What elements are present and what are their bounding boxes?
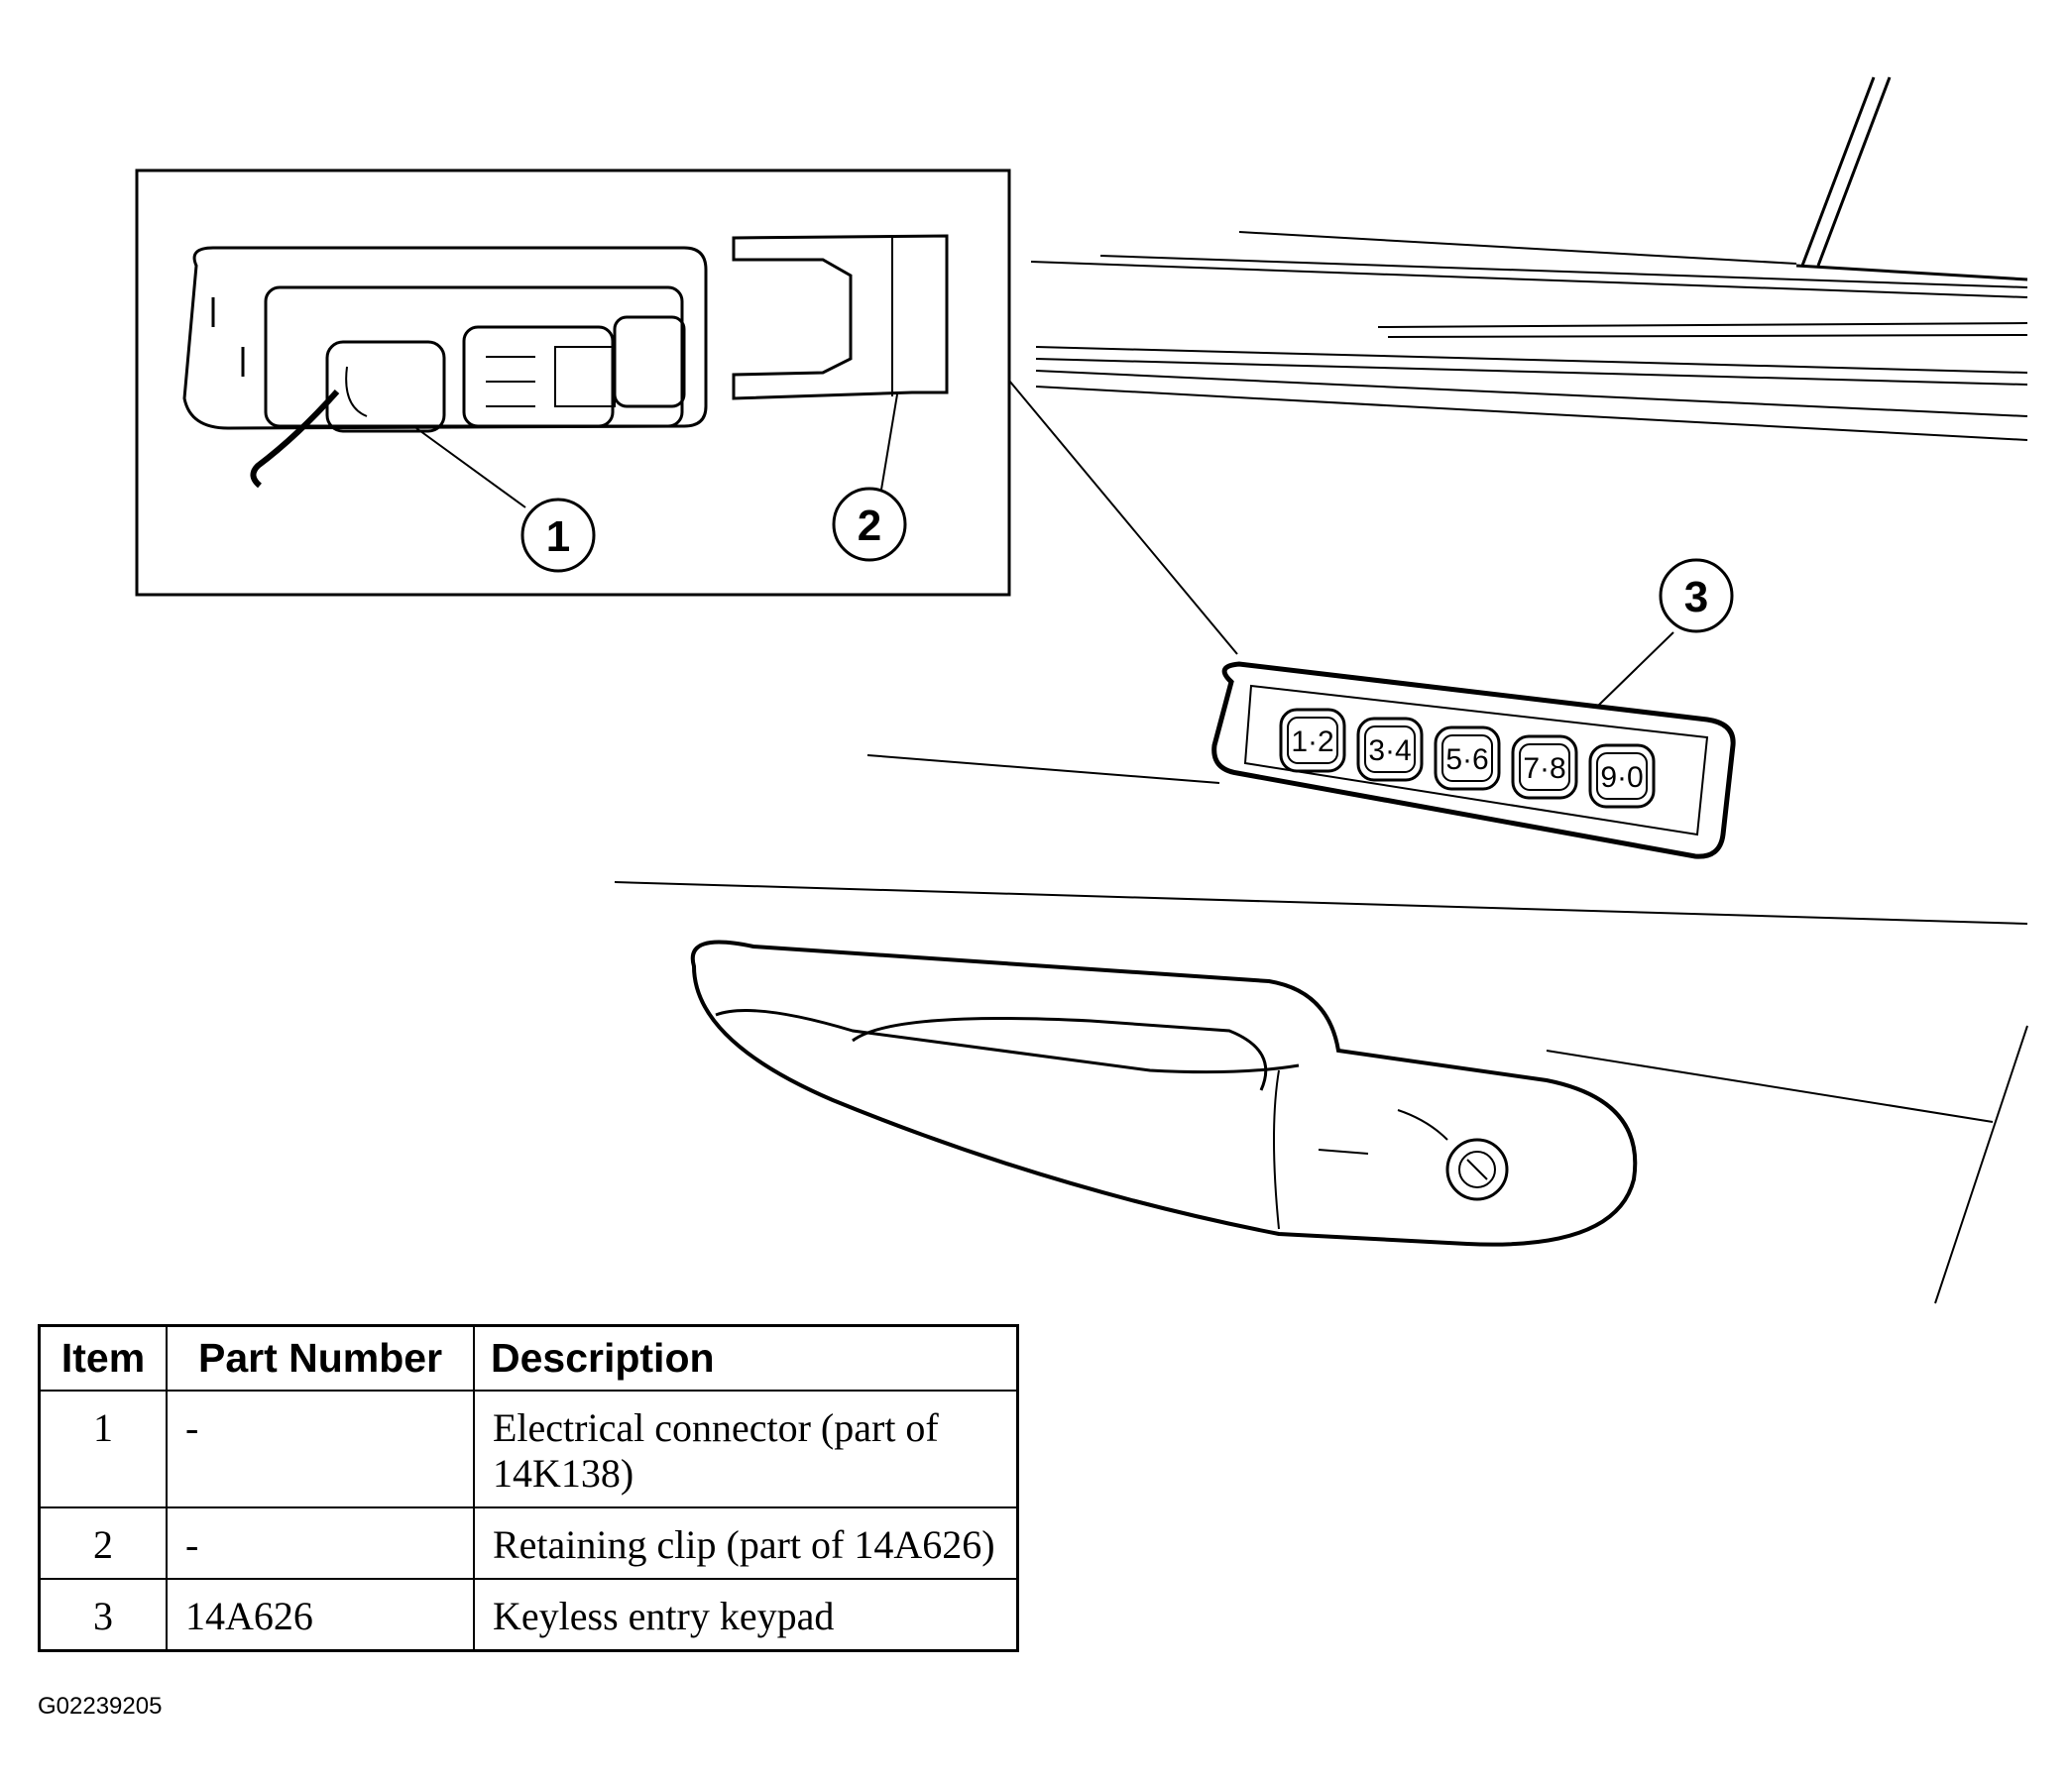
svg-text:3: 3 [1684, 573, 1708, 621]
row-part-number: - [166, 1390, 475, 1508]
keypad-key: 1·2 [1279, 708, 1346, 773]
connector-inset [135, 168, 1238, 655]
row-part-number: - [166, 1506, 475, 1580]
row-description: Retaining clip (part of 14A626) [473, 1506, 1019, 1580]
keypad-key-label: 7·8 [1523, 752, 1565, 785]
svg-text:2: 2 [858, 502, 881, 550]
figure-id: G02239205 [38, 1693, 163, 1720]
callout-3: 3 [1659, 558, 1734, 633]
row-description: Electrical connector (part of 14K138) [473, 1390, 1019, 1508]
keypad-key-label: 3·4 [1368, 734, 1411, 767]
svg-text:1: 1 [546, 512, 570, 561]
keypad-key: 3·4 [1356, 717, 1424, 782]
keypad-key: 9·0 [1588, 743, 1656, 809]
header-item: Item [38, 1324, 168, 1392]
keypad-key: 7·8 [1511, 734, 1578, 800]
keypad-key: 5·6 [1434, 725, 1501, 791]
row-part-number: 14A626 [166, 1578, 475, 1652]
row-item: 3 [38, 1578, 168, 1652]
parts-table: Item Part Number Description 1 - Electri… [38, 1324, 1019, 1652]
keypad-key-label: 9·0 [1600, 761, 1643, 794]
keypad-keys: 1·2 3·4 5·6 7·8 9·0 [1279, 708, 1656, 809]
keypad-key-label: 5·6 [1445, 743, 1488, 776]
header-part-number: Part Number [166, 1324, 475, 1392]
table-row: 2 - Retaining clip (part of 14A626) [38, 1506, 1019, 1580]
keypad-illustration: 1·2 3·4 5·6 7·8 9·0 1 2 3 [135, 76, 2028, 1304]
row-item: 2 [38, 1506, 168, 1580]
keypad [1211, 631, 1736, 859]
callout-1: 1 [520, 498, 596, 573]
row-item: 1 [38, 1390, 168, 1508]
door-handle [690, 940, 1638, 1247]
header-description: Description [473, 1324, 1019, 1392]
row-description: Keyless entry keypad [473, 1578, 1019, 1652]
callout-2: 2 [832, 487, 907, 562]
table-row: 1 - Electrical connector (part of 14K138… [38, 1390, 1019, 1508]
table-row: 3 14A626 Keyless entry keypad [38, 1578, 1019, 1652]
table-header-row: Item Part Number Description [38, 1324, 1019, 1392]
door-panel [614, 76, 2028, 1304]
keypad-key-label: 1·2 [1291, 725, 1333, 758]
